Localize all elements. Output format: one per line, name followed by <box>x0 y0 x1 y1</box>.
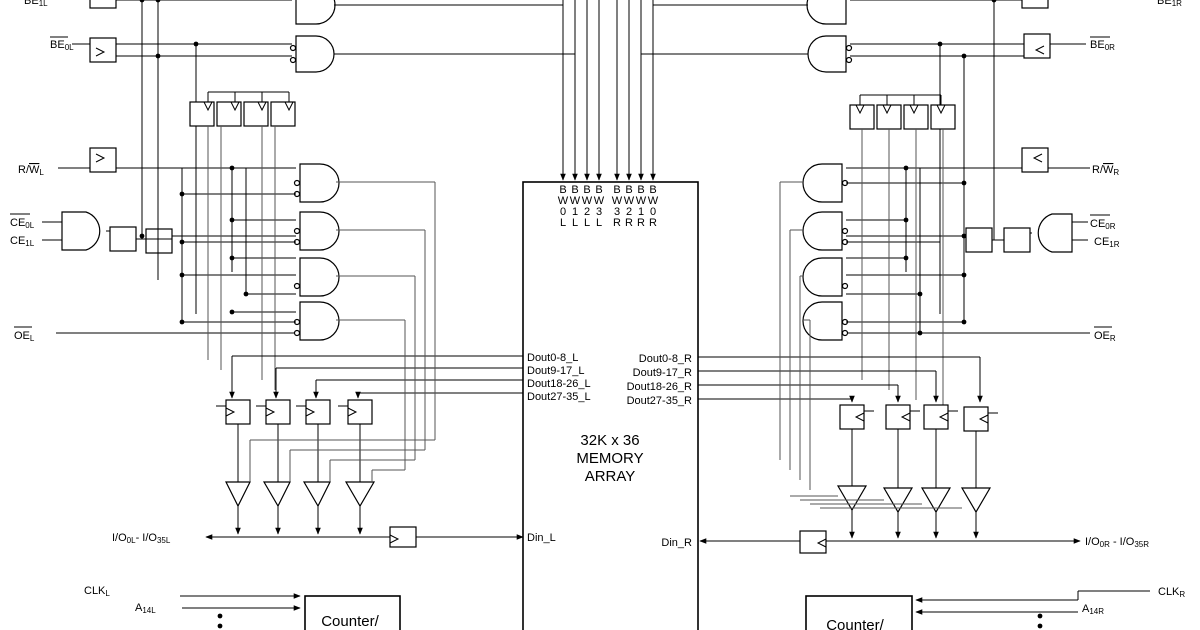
svg-text:CE1L: CE1L <box>10 235 35 248</box>
svg-text:R: R <box>637 217 645 229</box>
svg-text:W: W <box>558 195 569 207</box>
svg-text:R: R <box>613 217 621 229</box>
left-input-wiring <box>42 0 301 629</box>
dout-labels-right: Dout0-8_R Dout9-17_R Dout18-26_R Dout27-… <box>627 353 692 407</box>
left-bw-registers <box>189 91 296 390</box>
svg-text:L: L <box>572 217 578 229</box>
svg-text:R/WR: R/WR <box>1092 164 1119 177</box>
svg-text:2: 2 <box>626 206 632 218</box>
left-counter-block <box>304 595 401 630</box>
svg-text:B: B <box>595 184 602 196</box>
svg-text:BE1L: BE1L <box>24 0 48 8</box>
svg-text:CLKR: CLKR <box>1158 586 1185 599</box>
right-input-labels: BE1R BE0R R/WR CE0R CE1R OER I/O0R - I/O… <box>1082 0 1185 616</box>
svg-text:B: B <box>649 184 656 196</box>
right-bw-registers <box>849 94 956 410</box>
svg-text:BE0L: BE0L <box>50 39 74 52</box>
svg-text:W: W <box>582 195 593 207</box>
svg-text:W: W <box>636 195 647 207</box>
left-output-path <box>205 181 524 548</box>
svg-text:CLKL: CLKL <box>84 585 110 598</box>
svg-text:W: W <box>570 195 581 207</box>
right-bw-wiring <box>641 4 808 55</box>
right-output-path <box>698 181 1081 554</box>
svg-text:Dout27-35_L: Dout27-35_L <box>527 391 591 403</box>
svg-text:Dout9-17_L: Dout9-17_L <box>527 365 585 377</box>
din-right-label: Din_R <box>661 537 692 549</box>
bw-labels: B W 0 L B W 1 L B W 2 L B W 3 L B W 3 R … <box>558 184 659 229</box>
left-and-gates <box>289 0 340 341</box>
right-input-wiring <box>846 0 1150 629</box>
svg-text:W: W <box>624 195 635 207</box>
svg-text:3: 3 <box>596 206 602 218</box>
svg-text:OEL: OEL <box>14 330 35 343</box>
memory-title-line2: MEMORY <box>576 450 643 467</box>
svg-text:CE1R: CE1R <box>1094 236 1120 249</box>
svg-text:B: B <box>637 184 644 196</box>
svg-text:0: 0 <box>560 206 566 218</box>
svg-text:OER: OER <box>1094 330 1116 343</box>
dout-labels-left: Dout0-8_L Dout9-17_L Dout18-26_L Dout27-… <box>527 352 591 403</box>
svg-text:B: B <box>559 184 566 196</box>
left-input-labels: BE1L BE0L R/WL CE0L CE1L OEL I/O0L- I/O3… <box>10 0 171 615</box>
byte-write-bus <box>560 0 656 181</box>
svg-text:R: R <box>625 217 633 229</box>
svg-text:L: L <box>560 217 566 229</box>
svg-text:BE0R: BE0R <box>1090 39 1115 52</box>
svg-text:A14L: A14L <box>135 602 156 615</box>
left-bw-wiring <box>334 4 575 55</box>
svg-text:2: 2 <box>584 206 590 218</box>
svg-text:Dout0-8_R: Dout0-8_R <box>639 353 692 365</box>
din-left-label: Din_L <box>527 532 556 544</box>
left-counter-label: Counter/ <box>321 613 379 630</box>
svg-text:1: 1 <box>572 206 578 218</box>
memory-title-line3: ARRAY <box>585 468 636 485</box>
right-counter-label: Counter/ <box>826 617 884 630</box>
svg-text:B: B <box>583 184 590 196</box>
svg-text:3: 3 <box>614 206 620 218</box>
right-control-bus <box>846 0 997 336</box>
svg-text:Dout27-35_R: Dout27-35_R <box>627 395 692 407</box>
svg-text:CE0L: CE0L <box>10 217 35 230</box>
svg-text:B: B <box>613 184 620 196</box>
left-control-bus <box>139 0 296 325</box>
svg-text:R/WL: R/WL <box>18 164 44 177</box>
svg-text:L: L <box>584 217 590 229</box>
right-counter-block <box>805 595 913 630</box>
svg-text:1: 1 <box>638 206 644 218</box>
svg-text:Dout9-17_R: Dout9-17_R <box>633 367 692 379</box>
memory-array <box>522 181 699 630</box>
svg-text:W: W <box>612 195 623 207</box>
svg-text:B: B <box>625 184 632 196</box>
svg-text:BE1R: BE1R <box>1157 0 1182 8</box>
svg-text:I/O0R - I/O35R: I/O0R - I/O35R <box>1085 536 1149 549</box>
memory-title-line1: 32K x 36 <box>580 432 639 449</box>
svg-text:W: W <box>648 195 659 207</box>
svg-text:Dout18-26_L: Dout18-26_L <box>527 378 591 390</box>
svg-text:L: L <box>596 217 602 229</box>
svg-text:W: W <box>594 195 605 207</box>
svg-text:0: 0 <box>650 206 656 218</box>
svg-text:CE0R: CE0R <box>1090 218 1116 231</box>
right-and-gates <box>802 0 853 341</box>
svg-text:A14R: A14R <box>1082 603 1104 616</box>
svg-text:Dout0-8_L: Dout0-8_L <box>527 352 578 364</box>
svg-text:R: R <box>649 217 657 229</box>
svg-text:B: B <box>571 184 578 196</box>
svg-text:Dout18-26_R: Dout18-26_R <box>627 381 692 393</box>
svg-text:I/O0L- I/O35L: I/O0L- I/O35L <box>112 532 171 545</box>
